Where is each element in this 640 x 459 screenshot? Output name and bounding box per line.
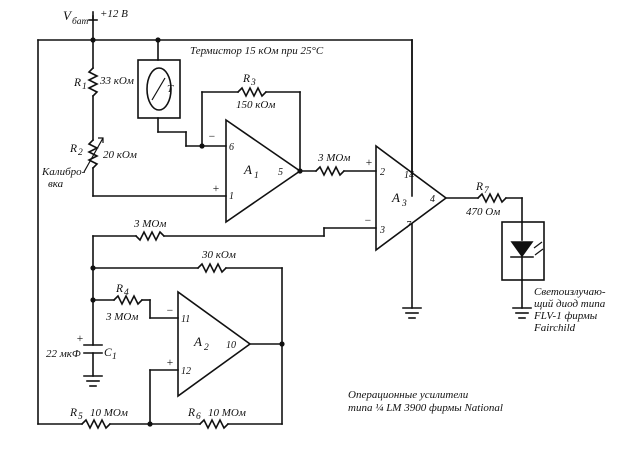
led-label-1: Светоизлучаю-	[534, 286, 606, 298]
a1-noninv-sign: +	[212, 183, 220, 195]
opamp-a1	[225, 118, 317, 224]
r3-feedback	[185, 86, 301, 172]
opamp-a3	[375, 39, 479, 319]
r5-r6-divider	[37, 343, 283, 430]
a3-noninv-sign: +	[365, 157, 373, 169]
r7-resistor	[476, 192, 523, 223]
opamp-note-2: типа ¼ LM 3900 фирмы National	[348, 402, 503, 414]
led-diode	[501, 221, 545, 319]
capacitor-c1	[83, 299, 103, 387]
led-label-2: щий диод типа	[534, 298, 606, 310]
r6-ref: R	[187, 407, 195, 419]
thermistor	[137, 39, 187, 147]
r3-ref: R	[242, 73, 250, 85]
c1-ref: C	[104, 347, 112, 359]
r6-sub: 6	[196, 412, 201, 422]
r5-sub: 5	[78, 412, 83, 422]
a2-pin-inv: 11	[181, 314, 190, 325]
c1-sub: 1	[112, 352, 117, 362]
a1-pin-out: 5	[278, 167, 283, 178]
a1-sub: 1	[254, 171, 259, 181]
a3-pin-out: 4	[430, 194, 435, 205]
r2-value: 20 кОм	[103, 149, 137, 161]
a2-sub: 2	[204, 343, 209, 353]
r1-ref: R	[73, 77, 81, 89]
r7-ref: R	[475, 181, 483, 193]
r-fb2-resistor	[90, 262, 283, 345]
opamp-a2	[149, 290, 285, 425]
r-bias-value: 3 МОм	[133, 218, 166, 230]
vbat-subscript: бат	[72, 16, 89, 27]
a3-sub: 3	[401, 199, 407, 209]
a2-inv-sign: −	[166, 305, 174, 317]
a2-noninv-sign: +	[166, 357, 174, 369]
r7-value: 470 Ом	[466, 206, 500, 218]
led-label-4: Fairchild	[533, 322, 576, 334]
a3-ref: A	[391, 190, 400, 205]
r3-sub: 3	[250, 78, 256, 88]
a2-ref: A	[193, 334, 202, 349]
led-label-3: FLV-1 фирмы	[533, 310, 598, 322]
c1-value: 22 мкФ	[46, 348, 81, 360]
r1-value: 33 кОм	[99, 75, 134, 87]
a3-inv-sign: −	[364, 215, 372, 227]
r-in-resistor	[314, 165, 377, 177]
a2-pin-noninv: 12	[181, 366, 191, 377]
r3-value: 150 кОм	[236, 99, 275, 111]
c1-polarity: +	[76, 333, 84, 345]
a3-pin-gnd: 7	[406, 220, 412, 231]
r-in-value: 3 МОм	[317, 152, 350, 164]
a2-pin-out: 10	[226, 340, 236, 351]
thermistor-symbol: T	[167, 83, 174, 95]
r2-note-2: вка	[48, 178, 64, 190]
a1-pin-noninv: 1	[229, 191, 234, 202]
r2-ref: R	[69, 143, 77, 155]
r7-sub: 7	[484, 186, 490, 196]
r5-ref: R	[69, 407, 77, 419]
a3-pin-inv: 3	[379, 225, 385, 236]
a3-pin-noninv: 2	[380, 167, 385, 178]
r6-value: 10 МОм	[208, 407, 246, 419]
r4-ref: R	[115, 283, 123, 295]
r1-resistor	[87, 39, 99, 141]
r2-note-1: Калибро-	[41, 166, 86, 178]
a3-pin-vcc: 14	[404, 170, 414, 181]
r2-sub: 2	[78, 148, 83, 158]
a1-ref: A	[243, 162, 252, 177]
r-fb2-value: 30 кОм	[201, 249, 236, 261]
r-bias-resistor	[92, 227, 377, 269]
r4-resistor	[90, 267, 179, 319]
opamp-note-1: Операционные усилители	[348, 389, 469, 401]
r2-potentiometer	[83, 137, 227, 197]
r4-sub: 4	[124, 288, 129, 298]
a1-inv-sign: −	[208, 131, 216, 143]
a1-pin-inv: 6	[229, 142, 234, 153]
r1-sub: 1	[82, 82, 87, 92]
r5-value: 10 МОм	[90, 407, 128, 419]
thermistor-label: Термистор 15 кОм при 25°C	[190, 45, 324, 57]
supply-voltage: +12 В	[100, 8, 128, 20]
vbat-label: V	[63, 8, 73, 23]
r4-value: 3 МОм	[105, 311, 138, 323]
